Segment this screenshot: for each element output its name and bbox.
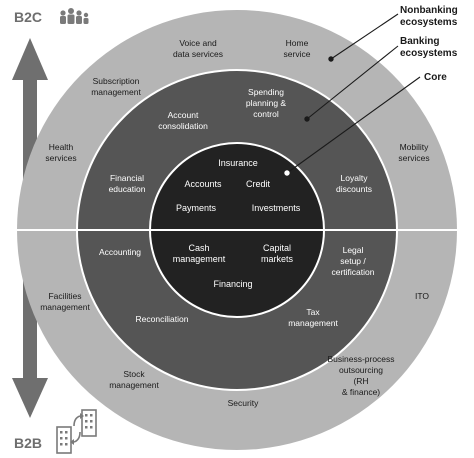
b2c-label: B2C <box>14 9 42 25</box>
legend-core: Core <box>424 72 447 83</box>
label-payments: Payments <box>176 203 217 213</box>
core-marker <box>284 170 290 176</box>
label-insurance: Insurance <box>218 158 258 168</box>
label-investments: Investments <box>252 203 301 213</box>
label-credit: Credit <box>246 179 271 189</box>
label-accounts: Accounts <box>184 179 222 189</box>
label-ito: ITO <box>415 291 429 301</box>
nonbanking-marker <box>328 56 334 62</box>
arrow-up-head <box>12 38 48 80</box>
b2b-label: B2B <box>14 435 42 451</box>
arrow-down-head <box>12 378 48 418</box>
buildings-icon <box>56 409 97 454</box>
legend: Nonbanking ecosystems Banking ecosystems… <box>284 5 461 176</box>
label-financing: Financing <box>213 279 252 289</box>
banking-marker <box>304 116 310 122</box>
label-accounting: Accounting <box>99 247 141 257</box>
label-security: Security <box>228 398 259 408</box>
legend-banking: Banking ecosystems <box>400 36 458 59</box>
legend-nonbanking: Nonbanking ecosystems <box>400 5 461 28</box>
label-reconciliation: Reconciliation <box>136 314 189 324</box>
people-icon <box>60 8 89 24</box>
